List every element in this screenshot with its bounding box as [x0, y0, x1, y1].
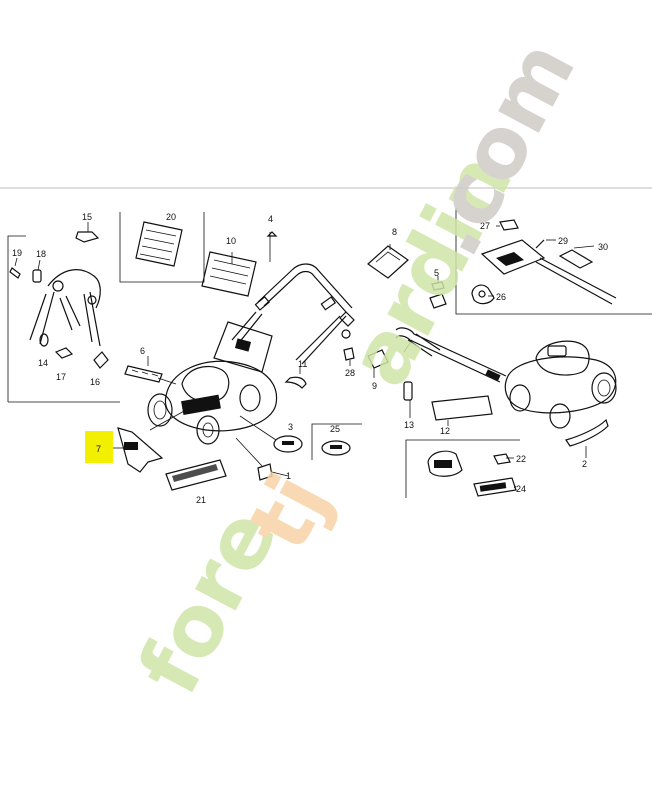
callout-10: 10	[226, 236, 236, 246]
callout-22: 22	[516, 454, 526, 464]
callout-21: 21	[196, 495, 206, 505]
callout-29: 29	[558, 236, 568, 246]
panel-handle-parts	[7, 222, 120, 403]
callout-labels: 15 19 18 14 17 16 20 10 4 6 7 21 1 3 25 …	[12, 212, 608, 505]
callout-15: 15	[82, 212, 92, 222]
panel-small-parts	[405, 439, 520, 498]
panel-engine-parts	[455, 208, 652, 315]
callout-18: 18	[36, 249, 46, 259]
callout-24: 24	[516, 484, 526, 494]
callout-11: 11	[298, 359, 307, 369]
callout-9: 9	[372, 381, 377, 391]
parts-middle-column	[339, 245, 447, 401]
highlight-box	[85, 431, 113, 463]
callout-28: 28	[345, 368, 355, 378]
callout-1: 1	[286, 471, 291, 481]
callout-12: 12	[440, 426, 450, 436]
callout-3: 3	[288, 422, 293, 432]
callout-26: 26	[496, 292, 506, 302]
callout-5: 5	[434, 268, 439, 278]
callout-7: 7	[96, 444, 101, 454]
callout-19: 19	[12, 248, 22, 258]
mower-side-view	[395, 327, 617, 447]
callout-14: 14	[38, 358, 48, 368]
callout-13: 13	[404, 420, 414, 430]
callout-20: 20	[166, 212, 176, 222]
part-20-label-box	[119, 212, 205, 283]
callout-17: 17	[56, 372, 66, 382]
callout-leaders	[147, 225, 595, 489]
callout-2: 2	[582, 459, 587, 469]
watermark-text-gray: .com	[401, 25, 594, 271]
part-10-decal	[201, 251, 257, 297]
callout-6: 6	[140, 346, 145, 356]
callout-30: 30	[598, 242, 608, 252]
callout-16: 16	[90, 377, 100, 387]
callout-8: 8	[392, 227, 397, 237]
mower-front-view	[112, 231, 362, 491]
callout-27: 27	[480, 221, 490, 231]
callout-4: 4	[268, 214, 273, 224]
callout-25: 25	[330, 424, 340, 434]
